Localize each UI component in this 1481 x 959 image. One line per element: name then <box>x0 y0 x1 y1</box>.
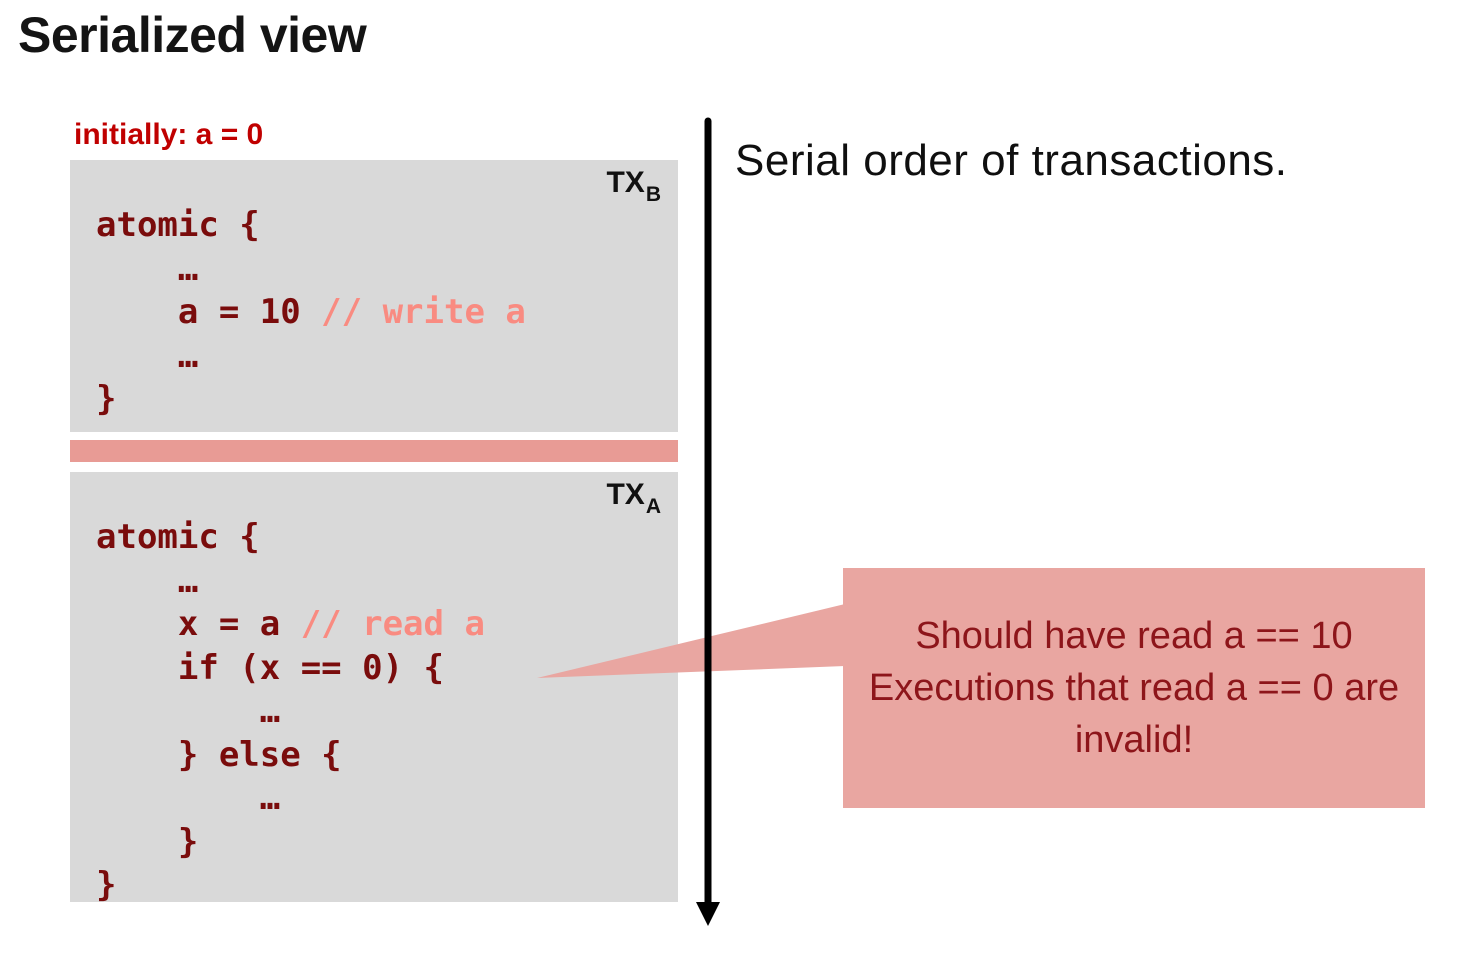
slide-title: Serialized view <box>18 7 367 63</box>
transaction-b-code: atomic { … a = 10 // write a …} <box>96 204 526 422</box>
transaction-b-label-subscript: B <box>645 183 661 206</box>
code-line: if (x == 0) { <box>96 647 444 688</box>
transaction-a-label-base: TX <box>606 478 645 511</box>
callout-text-line: invalid! <box>1074 719 1194 761</box>
code-line: atomic { <box>96 517 260 557</box>
code-line: … <box>96 778 281 818</box>
transaction-a-label-subscript: A <box>645 495 661 518</box>
serial-order-arrow-icon <box>696 117 720 926</box>
initial-state-note: initially: a = 0 <box>74 118 264 151</box>
callout-pointer <box>537 604 845 678</box>
code-line: … <box>96 335 199 376</box>
code-line: } <box>96 865 117 905</box>
code-line: … <box>96 560 199 601</box>
transaction-a-label: TXA <box>606 478 661 518</box>
code-line: atomic { <box>96 205 260 245</box>
code-line: } else { <box>96 734 342 775</box>
callout-text-line: Should have read a == 10 <box>915 615 1353 657</box>
transaction-b-label-base: TX <box>606 166 645 199</box>
code-line: … <box>96 248 199 289</box>
serial-order-caption: Serial order of transactions. <box>735 136 1288 185</box>
code-line: … <box>96 691 281 731</box>
callout-text-line: Executions that read a == 0 are <box>868 667 1400 709</box>
transaction-b-panel: TXB atomic { … a = 10 // write a …} <box>70 160 678 432</box>
serialization-separator-bar <box>70 440 678 462</box>
transaction-b-label: TXB <box>606 166 661 206</box>
code-line: a = 10 // write a <box>96 292 526 332</box>
callout-box: Should have read a == 10 Executions that … <box>843 568 1425 808</box>
code-line: x = a // read a <box>96 604 485 644</box>
transaction-a-code: atomic { … x = a // read a if (x == 0) {… <box>96 516 485 908</box>
code-line: } <box>96 379 117 419</box>
code-line: } <box>96 821 199 862</box>
transaction-a-panel: TXA atomic { … x = a // read a if (x == … <box>70 472 678 905</box>
